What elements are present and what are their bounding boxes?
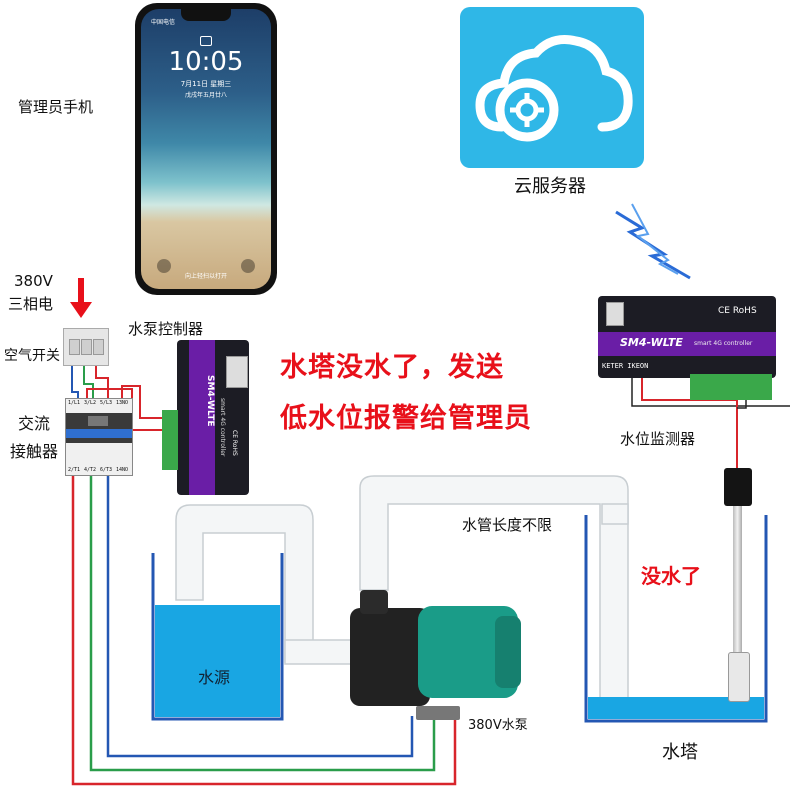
alert-line-1: 水塔没水了，发送 [280,352,504,383]
terminal-top-2: 3/L2 [84,400,97,406]
terminal-top-3: 5/L3 [100,400,113,406]
pump-controller-model: SM4-WLTE [205,375,215,427]
ac-contactor: 1/L1 3/L2 5/L3 13NO 2/T1 4/T2 6/T3 14NO [65,398,133,476]
pump-controller-sub: smart 4G controller [219,398,226,457]
air-switch [63,328,109,366]
cloud-gear-icon [475,35,633,142]
flashlight-icon[interactable] [157,259,171,273]
phone-date: 7月11日 星期三 [180,80,232,88]
wireless-signal-icon [615,203,691,280]
level-sensor-float [728,652,750,702]
camera-icon[interactable] [241,259,255,273]
pump-controller: SM4-WLTE smart 4G controller CE RoHS [177,340,249,495]
level-monitor-sim-slot [606,302,624,326]
power-voltage-label: 380V [14,272,53,290]
terminal-bottom-4: 14NO [116,467,129,473]
water-source-label: 水源 [198,668,231,687]
terminal-top-4: 13NO [116,400,129,406]
cloud-server-label: 云服务器 [514,176,586,197]
level-monitor-terminal-block [690,374,772,400]
admin-phone: 中国电信 10:05 7月11日 星期三 戊戌年五月廿八 向上轻扫以打开 [135,3,277,295]
admin-phone-label: 管理员手机 [18,98,94,116]
pipe-length-label: 水管长度不限 [462,516,553,534]
pump-label: 380V水泵 [468,718,528,733]
terminal-bottom-3: 6/T3 [100,467,113,473]
pump-controller-cert: CE RoHS [231,430,238,456]
lock-icon [200,36,212,46]
level-sensor-head [724,468,752,506]
phone-carrier: 中国电信 [151,19,176,26]
pump-housing [350,608,430,706]
terminal-bottom-1: 2/T1 [68,467,81,473]
down-arrow-icon [70,278,92,318]
phone-notch [181,9,231,21]
cloud-server-icon [460,7,644,168]
alert-line-2: 低水位报警给管理员 [280,403,532,434]
pump-base [416,706,460,720]
level-sensor-rod [733,506,742,656]
air-switch-label: 空气开关 [4,348,60,364]
level-monitor-label: 水位监测器 [620,430,696,448]
phone-screen: 中国电信 10:05 7月11日 星期三 戊戌年五月廿八 向上轻扫以打开 [141,9,271,289]
level-monitor-cert: CE RoHS [718,306,757,316]
pump-controller-terminal-block [162,410,178,470]
power-phase-label: 三相电 [8,295,54,313]
unlock-hint: 向上轻扫以打开 [184,273,227,280]
pump-inlet [360,590,388,614]
contactor-label-2: 接触器 [10,442,59,461]
pump-controller-sim-slot [226,356,248,388]
level-monitor-model: SM4-WLTE [620,336,683,349]
water-tower-label: 水塔 [662,742,698,763]
terminal-bottom-2: 4/T2 [84,467,97,473]
tower-empty-alert: 没水了 [641,564,701,588]
terminal-top-1: 1/L1 [68,400,81,406]
level-monitor-brand: KETER IKEON [602,362,649,370]
level-monitor-sub: smart 4G controller [694,340,753,347]
water-level-monitor: CE RoHS SM4-WLTE smart 4G controller KET… [598,296,776,378]
contactor-label-1: 交流 [18,414,51,433]
phone-lunar-date: 戊戌年五月廿八 [184,92,227,99]
pump-controller-label: 水泵控制器 [128,320,204,338]
pump-motor-cap [495,616,521,688]
phone-time: 10:05 [168,47,244,77]
